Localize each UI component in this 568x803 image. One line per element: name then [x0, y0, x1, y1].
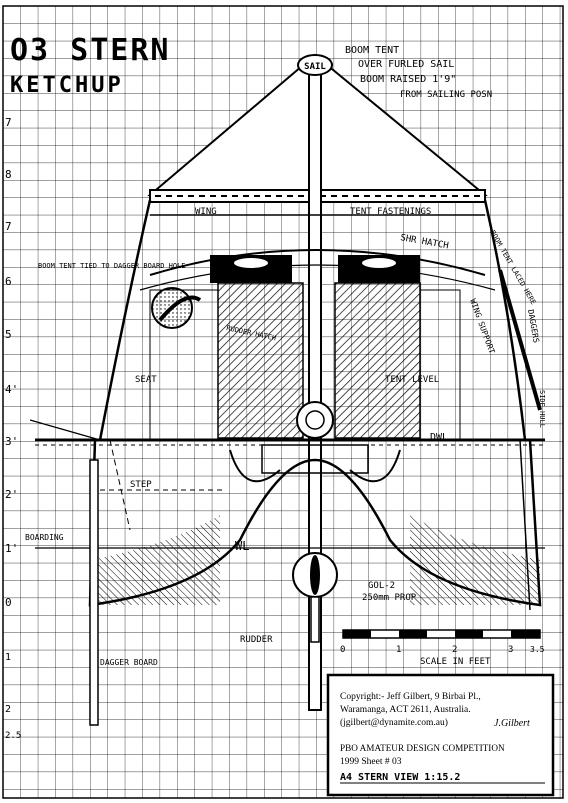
label-dagger-board: DAGGER BOARD: [100, 658, 158, 667]
scale-tick-label: 3.5: [530, 645, 545, 654]
top-note-line-3: BOOM RAISED 1'9": [360, 74, 456, 85]
copyright-line-4: PBO AMATEUR DESIGN COMPETITION: [340, 743, 505, 753]
signature: J.Gilbert: [494, 718, 530, 729]
scale-caption: SCALE IN FEET: [420, 657, 491, 667]
label-dwl: DWL: [430, 432, 448, 443]
copyright-line-6: A4 STERN VIEW 1:15.2: [340, 772, 460, 783]
height-mark: 0: [5, 596, 12, 609]
height-mark: 1: [5, 652, 11, 663]
height-mark: 8: [5, 168, 12, 181]
drawing-title: O3 STERN KETCHUP: [10, 33, 171, 98]
label-rudder: RUDDER: [240, 635, 273, 645]
sheet-border: [2, 5, 564, 799]
copyright-line-1: Copyright:- Jeff Gilbert, 9 Birbai Pl.,: [340, 691, 481, 702]
copyright-line-5: 1999 Sheet # 03: [340, 757, 402, 767]
height-mark: 1': [5, 542, 18, 555]
scale-tick-label: 3: [508, 645, 513, 655]
label-engine: GOL-2: [368, 581, 395, 591]
label-side-hull: SIDE HULL: [538, 390, 546, 428]
propulsion: [292, 552, 338, 643]
title-line-1: O3 STERN: [10, 33, 171, 68]
height-mark: 2.5: [5, 731, 21, 741]
label-wing: WING: [195, 207, 217, 217]
mast-badge: SAIL: [304, 62, 326, 72]
top-note-line-4: FROM SAILING POSN: [400, 90, 492, 100]
label-wl: WL: [235, 539, 249, 553]
label-step: STEP: [130, 480, 152, 490]
label-tent-fastenings: TENT FASTENINGS: [350, 207, 431, 217]
label-seat: SEAT: [135, 375, 157, 385]
scale-tick-label: 2: [452, 645, 457, 655]
copyright-line-3: (jgilbert@dynamite.com.au): [340, 717, 448, 728]
title-line-2: KETCHUP: [10, 73, 124, 98]
copyright-line-2: Waramanga, ACT 2611, Australia.: [340, 705, 471, 715]
label-tent-level: TENT LEVEL: [385, 375, 439, 385]
scale-tick-label: 0: [340, 645, 345, 655]
top-note-line-1: BOOM TENT: [345, 45, 399, 56]
label-boarding: BOARDING: [25, 533, 64, 542]
boom-tent-note: BOOM TENT OVER FURLED SAIL BOOM RAISED 1…: [345, 45, 492, 100]
copyright-block: Copyright:- Jeff Gilbert, 9 Birbai Pl., …: [326, 673, 555, 797]
scale-bar: 0 1 2 3 3.5 SCALE IN FEET: [340, 629, 545, 667]
height-scale: 7 8 7 6 5 4' 3' 2' 1' 0 1 2 2.5: [5, 116, 21, 741]
mast: SAIL: [297, 54, 333, 711]
height-mark: 6: [5, 275, 12, 288]
height-mark: 2: [5, 704, 11, 715]
scale-tick-label: 1: [396, 645, 401, 655]
height-mark: 4': [5, 383, 18, 396]
height-mark: 2': [5, 488, 18, 501]
height-mark: 7: [5, 116, 12, 129]
cabin-section: [149, 255, 461, 441]
height-mark: 5: [5, 328, 12, 341]
tent-sides: [98, 199, 542, 441]
height-mark: 3': [5, 435, 18, 448]
top-note-line-2: OVER FURLED SAIL: [358, 59, 454, 70]
label-prop: 250mm PROP: [362, 593, 417, 603]
height-mark: 7: [5, 220, 12, 233]
hull-section: [29, 419, 545, 726]
label-boom-tent-tied: BOOM TENT TIED TO DAGGER BOARD HOLE: [38, 262, 186, 270]
